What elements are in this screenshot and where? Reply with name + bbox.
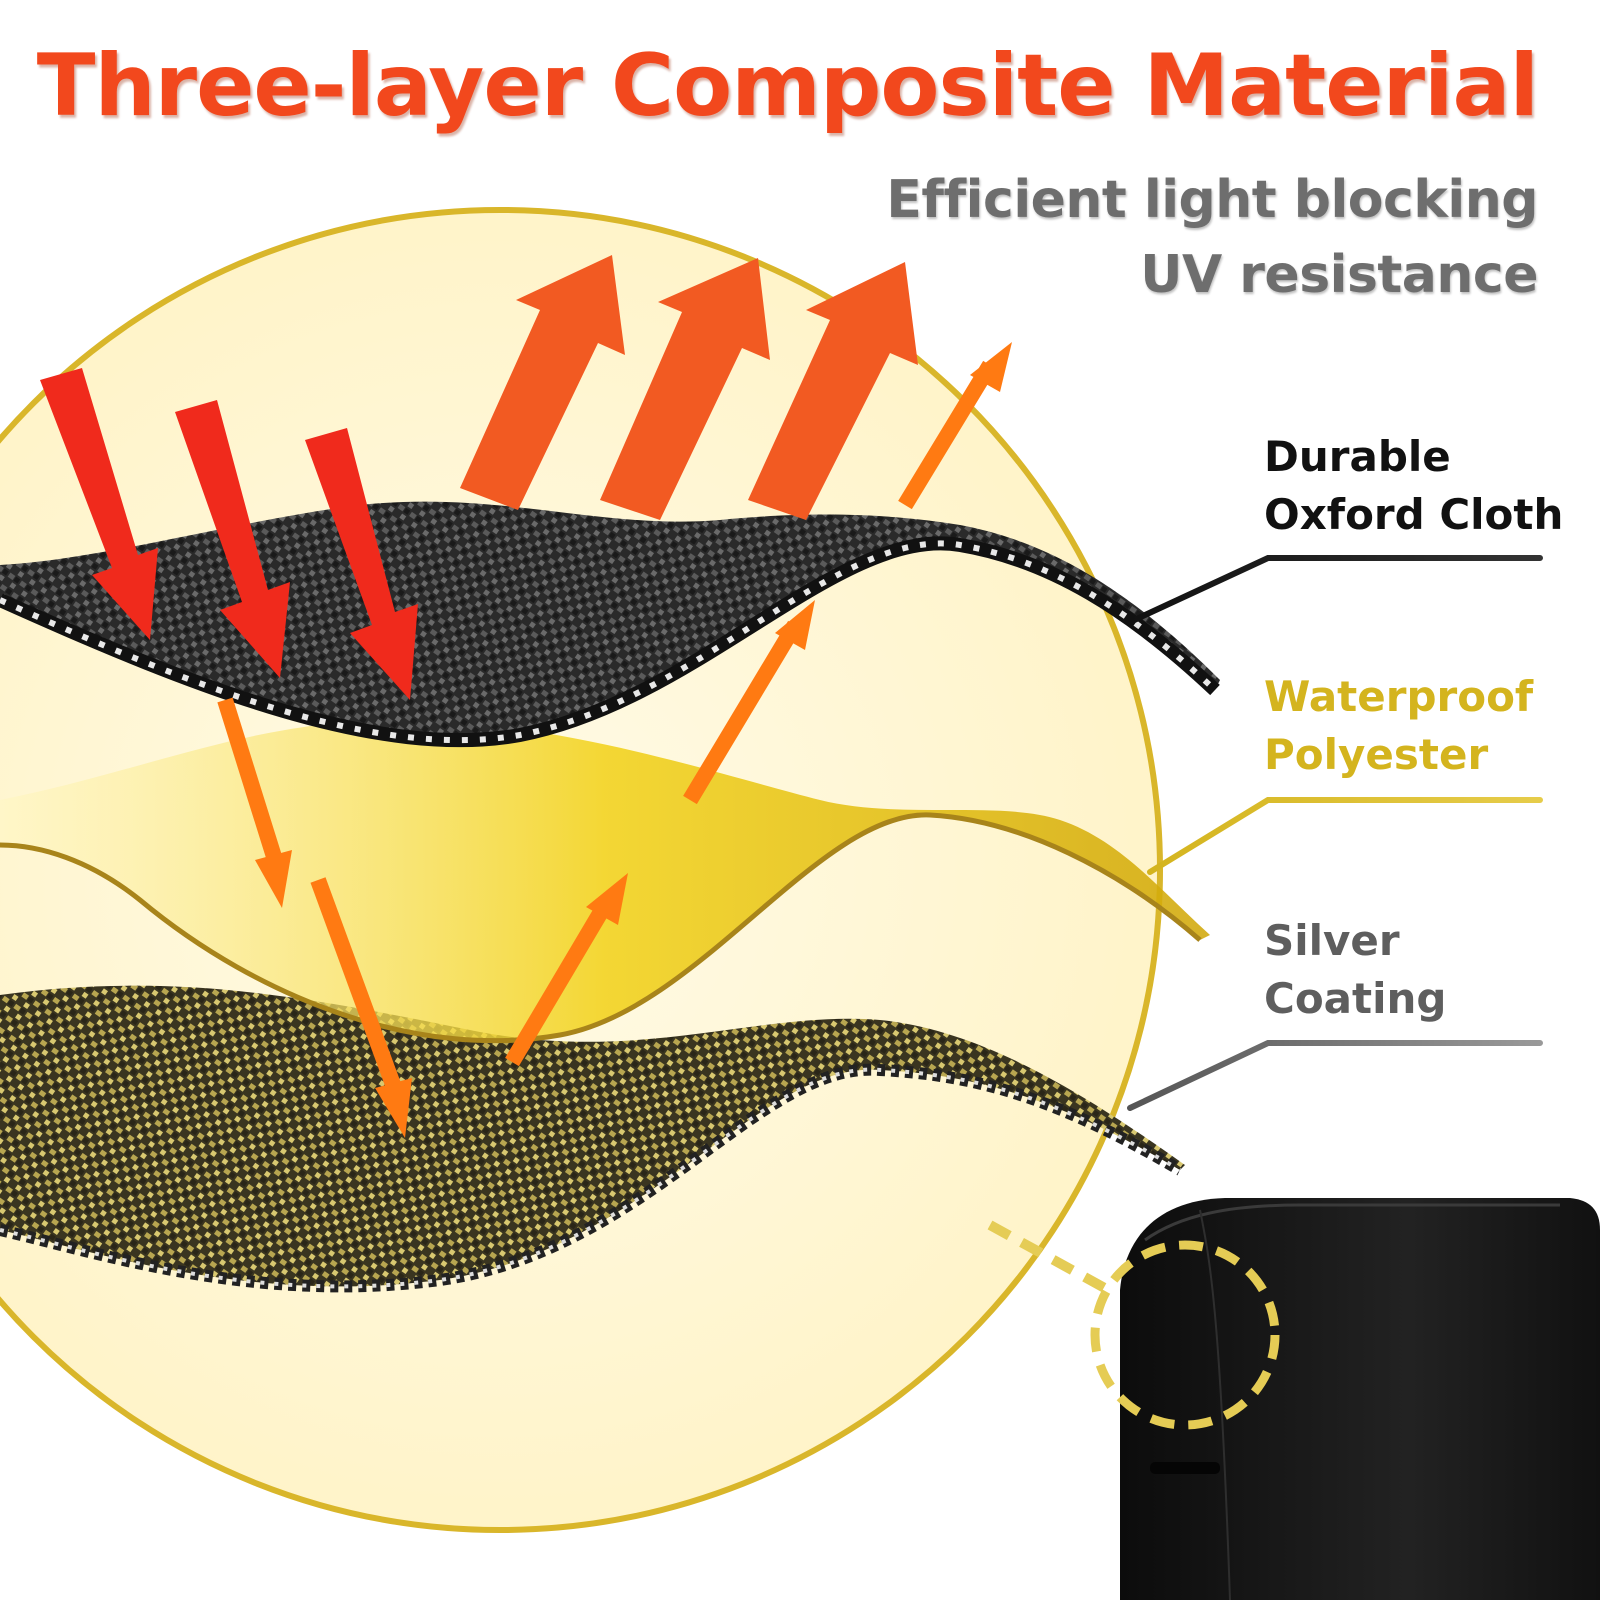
connector-dashed-line [987, 1220, 1115, 1297]
label-silver-coating: Silver Coating [1264, 912, 1446, 1028]
label-waterproof-polyester: Waterproof Polyester [1264, 668, 1533, 784]
reflected-arrow-3 [748, 262, 918, 520]
label-oxford-cloth: Durable Oxford Cloth [1264, 428, 1563, 544]
reflected-arrow-1 [460, 255, 625, 510]
label-silver-line1: Silver [1264, 916, 1400, 965]
label-oxford-line2: Oxford Cloth [1264, 490, 1564, 539]
reflected-arrows [460, 255, 918, 520]
oxford-cloth-layer [0, 501, 1220, 748]
silver-coating-layer [0, 985, 1185, 1293]
feature-uv-resistance: UV resistance [1140, 245, 1538, 305]
polyester-leader-line [1147, 797, 1543, 875]
label-oxford-line1: Durable [1264, 432, 1451, 481]
label-polyester-line2: Polyester [1264, 730, 1489, 779]
zoom-highlight-circle [1090, 1240, 1280, 1430]
reflected-arrow-2 [600, 258, 770, 520]
incoming-arrow-2 [175, 400, 290, 678]
waterproof-polyester-layer [0, 720, 1210, 1044]
label-polyester-line1: Waterproof [1264, 672, 1534, 721]
label-silver-line2: Coating [1264, 974, 1447, 1023]
feature-light-blocking: Efficient light blocking [886, 170, 1538, 230]
leader-lines [1127, 555, 1543, 1111]
incoming-sunlight-arrows [40, 368, 418, 700]
oxford-leader-line [1127, 555, 1543, 625]
silver-leader-line [1127, 1040, 1543, 1111]
page-title: Three-layer Composite Material [36, 36, 1539, 136]
heat-arrows [217, 342, 1012, 1138]
incoming-arrow-3 [305, 428, 418, 700]
incoming-arrow-1 [40, 368, 158, 640]
grill-cover-product [1090, 1198, 1600, 1600]
